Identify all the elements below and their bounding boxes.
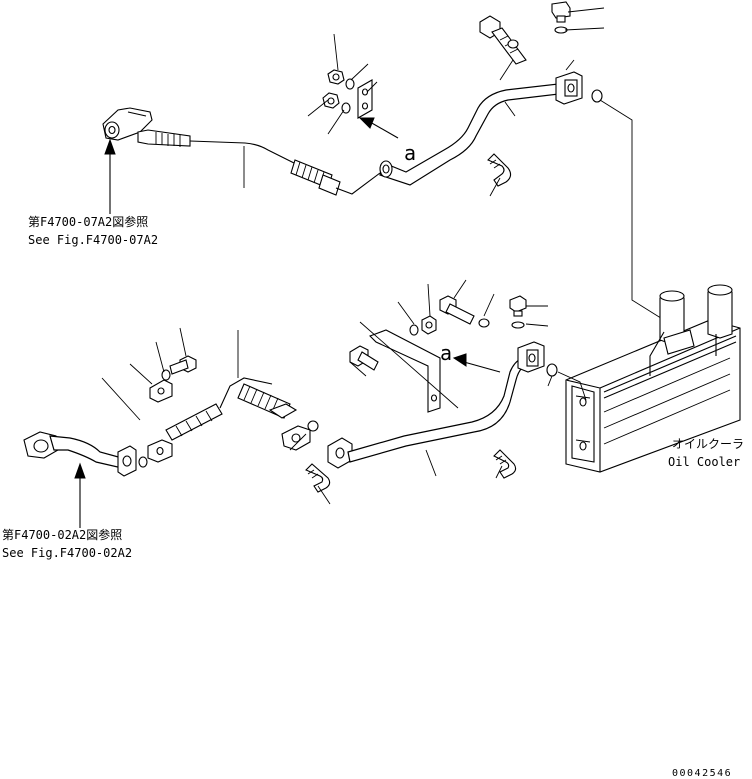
- lower-suction-elbow: [23, 431, 123, 469]
- reference-lower-jp: 第F4700-02A2図参照: [2, 527, 122, 542]
- lower-washer-left: [161, 369, 171, 381]
- upper-nut-2: [322, 92, 340, 109]
- upper-clamp-bracket: [357, 79, 373, 119]
- reference-upper-en: See Fig.F4700-07A2: [28, 233, 158, 247]
- view-mark-upper: a: [404, 141, 416, 165]
- reference-lower-en: See Fig.F4700-02A2: [2, 546, 132, 560]
- lower-hose-flange: [268, 403, 311, 451]
- lower-support-bracket: [369, 329, 441, 413]
- upper-flange: [555, 71, 583, 105]
- upper-o-ring: [591, 89, 603, 103]
- upper-plug-bolt: [551, 1, 571, 23]
- lower-pipe-assembly: [23, 279, 558, 505]
- lower-o-ring-1: [138, 456, 148, 468]
- lower-plug-bolt: [509, 295, 527, 317]
- oil-cooler-label-jp: オイルクーラ: [672, 437, 744, 451]
- lower-cooler-flange: [517, 341, 545, 373]
- lower-plug-washer: [511, 321, 525, 329]
- lower-hose: [165, 377, 273, 441]
- lower-view-arrow: [452, 353, 501, 373]
- upper-pipe-assembly: [102, 1, 605, 197]
- upper-washer: [507, 39, 519, 49]
- oil-cooler-label-en: Oil Cooler: [668, 455, 740, 469]
- view-mark-lower: a: [440, 341, 452, 365]
- reference-arrow-upper: [104, 138, 116, 214]
- lower-o-ring-3: [546, 363, 558, 377]
- lower-u-bolt-left: [305, 463, 331, 493]
- drawing-number: 00042546: [672, 768, 732, 779]
- lower-clamp-bolt: [349, 345, 379, 371]
- upper-washer-1: [345, 78, 355, 90]
- upper-tube: [379, 83, 560, 186]
- lower-half-clamp: [149, 379, 173, 403]
- lower-bolt-left: [169, 355, 197, 375]
- upper-u-bolt: [487, 153, 512, 187]
- upper-flange-bolt: [479, 15, 527, 65]
- lower-tube: [327, 357, 523, 469]
- lower-flange-bolt: [439, 295, 475, 325]
- lower-nut: [421, 315, 437, 335]
- lower-u-bolt-right: [493, 449, 517, 479]
- lower-pump-flange: [117, 445, 137, 477]
- lower-split-flange: [147, 439, 173, 463]
- upper-threaded-fitting: [290, 159, 341, 196]
- reference-arrow-lower: [74, 462, 86, 528]
- lower-washer: [409, 324, 419, 336]
- lower-to-cooler-guide: [557, 371, 587, 401]
- upper-hose: [137, 129, 301, 167]
- oil-cooler-outlet-stub: [707, 284, 733, 339]
- oil-cooler: [565, 284, 741, 473]
- upper-to-cooler-guide: [599, 99, 665, 321]
- lower-flange-washer: [478, 318, 490, 328]
- upper-nut-1: [327, 69, 345, 85]
- lower-o-ring-2: [307, 420, 319, 432]
- reference-upper-jp: 第F4700-07A2図参照: [28, 214, 148, 229]
- upper-view-arrow: [358, 117, 399, 139]
